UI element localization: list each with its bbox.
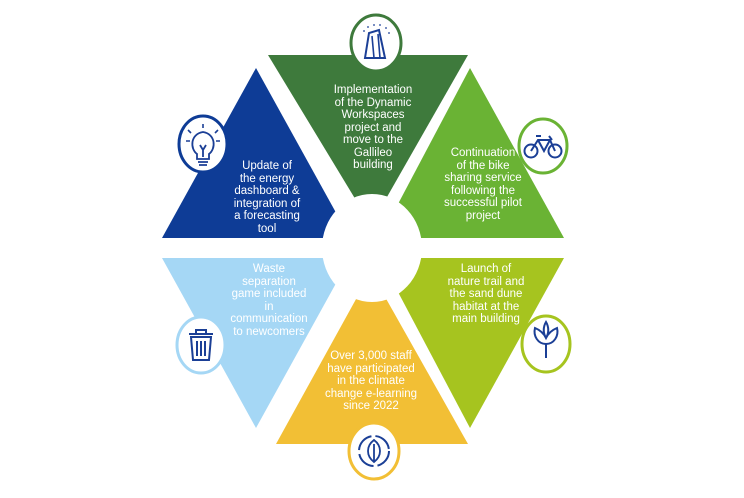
building-icon <box>349 13 403 73</box>
segment-top <box>268 55 468 225</box>
segment-upper-left <box>162 68 350 238</box>
bicycle-icon <box>517 117 569 175</box>
segment-bottom-text: Over 3,000 staff have participated in th… <box>324 350 418 412</box>
trash-bin-icon <box>175 315 227 375</box>
center-circle <box>322 194 422 302</box>
segment-lower-right <box>380 258 564 428</box>
segment-top-text: Implementation of the Dynamic Workspaces… <box>333 84 413 171</box>
lightbulb-icon <box>177 114 229 174</box>
segment-lower-right-text: Launch of nature trail and the sand dune… <box>447 263 525 325</box>
segment-bottom <box>276 272 468 444</box>
flower-icon <box>520 314 572 374</box>
segment-upper-right-text: Continuation of the bike sharing service… <box>444 147 522 222</box>
leaf-cycle-icon <box>347 421 401 481</box>
segment-lower-left-text: Waste separation game included in commun… <box>230 263 308 338</box>
segment-lower-left <box>162 258 350 428</box>
segment-upper-right <box>380 68 564 238</box>
segment-upper-left-text: Update of the energy dashboard & integra… <box>233 160 301 235</box>
